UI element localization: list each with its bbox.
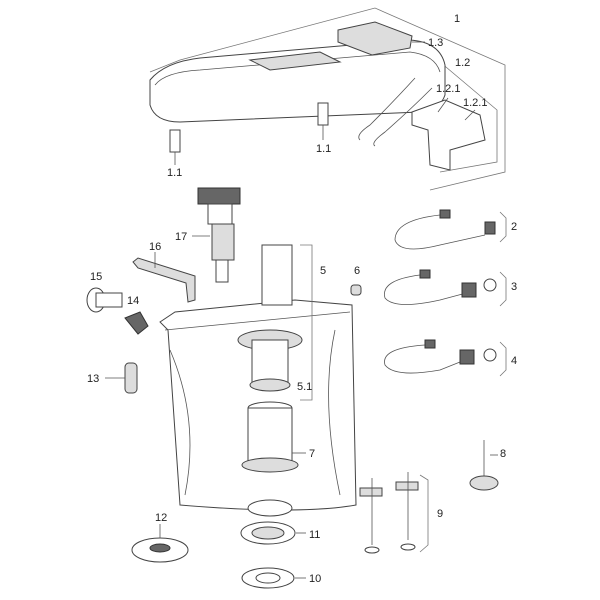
label-1-2-1a: 1.2.1 — [436, 83, 460, 95]
label-9: 9 — [437, 508, 443, 520]
cistern-lid — [149, 39, 446, 123]
label-1: 1 — [454, 13, 460, 25]
part-15-fitting — [86, 287, 123, 313]
label-11: 11 — [309, 529, 320, 541]
part-1-1-clips — [169, 102, 329, 165]
part-8-bolt — [469, 440, 499, 491]
label-16: 16 — [149, 241, 161, 253]
label-1-2-1b: 1.2.1 — [463, 97, 487, 109]
part-11-gasket — [240, 499, 306, 545]
part-16-bracket — [132, 252, 196, 303]
label-1-2: 1.2 — [455, 57, 470, 69]
label-15: 15 — [90, 271, 102, 283]
label-17: 17 — [175, 231, 187, 243]
part-13-connector — [105, 362, 138, 394]
part-4-hose — [384, 339, 507, 377]
part-2-hose — [394, 209, 507, 250]
part-10-washer — [241, 567, 306, 589]
label-1-1b: 1.1 — [316, 143, 331, 155]
part-1-3-plate — [337, 21, 425, 56]
part-6-clip — [350, 284, 362, 296]
part-1-2-actuator — [358, 77, 486, 171]
part-3-hose — [384, 269, 507, 307]
part-14-elbow — [124, 311, 149, 335]
label-6: 6 — [354, 265, 360, 277]
label-14: 14 — [127, 295, 139, 307]
label-7: 7 — [309, 448, 315, 460]
part-12-sealing-roll — [131, 524, 189, 563]
label-5: 5 — [320, 265, 326, 277]
part-5-flush-valve — [237, 244, 313, 401]
label-3: 3 — [511, 281, 517, 293]
label-1-3: 1.3 — [428, 37, 443, 49]
label-1-1a: 1.1 — [167, 167, 182, 179]
label-2: 2 — [511, 221, 517, 233]
bracket-1 — [149, 7, 506, 191]
label-13: 13 — [87, 373, 99, 385]
part-9-fixing-set — [359, 472, 429, 554]
label-4: 4 — [511, 355, 517, 367]
label-8: 8 — [500, 448, 506, 460]
label-12: 12 — [155, 512, 167, 524]
label-5-1: 5.1 — [297, 381, 312, 393]
part-7-overflow-pipe — [241, 401, 306, 473]
label-10: 10 — [309, 573, 321, 585]
part-17-fill-valve — [192, 187, 241, 283]
